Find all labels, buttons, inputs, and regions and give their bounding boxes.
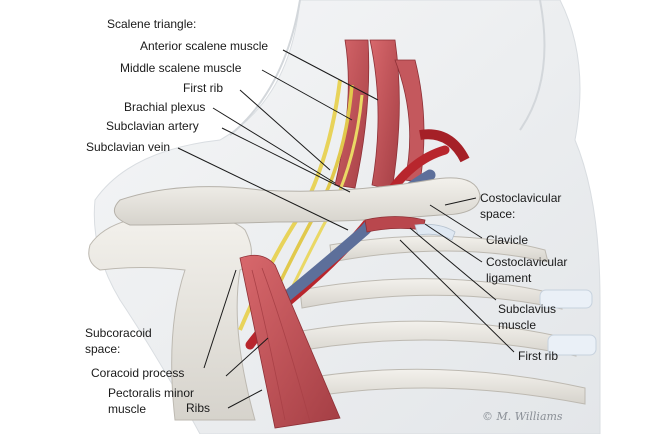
- label-costoclavicular-ligament-line1: Costoclavicular: [486, 255, 567, 269]
- labels: Scalene triangle: Anterior scalene muscl…: [85, 17, 567, 416]
- scalene-muscles: [334, 39, 425, 191]
- clavicle-illustration: [113, 177, 481, 226]
- label-costoclavicular-ligament-line2: ligament: [486, 271, 532, 285]
- label-subclavius-line2: muscle: [498, 318, 536, 332]
- label-first-rib-bottom: First rib: [518, 349, 558, 363]
- label-ribs: Ribs: [186, 401, 210, 415]
- leader-lines: [177, 49, 515, 409]
- label-costoclavicular-space-line2: space:: [480, 207, 515, 221]
- label-first-rib-top: First rib: [183, 81, 223, 95]
- label-subcoracoid-line2: space:: [85, 342, 120, 356]
- label-subclavian-vein: Subclavian vein: [86, 140, 170, 154]
- label-subclavian-artery: Subclavian artery: [106, 119, 199, 133]
- artist-signature: © M. Williams: [482, 410, 563, 423]
- label-coracoid-process: Coracoid process: [91, 366, 184, 380]
- label-middle-scalene: Middle scalene muscle: [120, 61, 242, 75]
- label-scalene-triangle: Scalene triangle:: [107, 17, 196, 31]
- label-subclavius-line1: Subclavius: [498, 302, 556, 316]
- label-costoclavicular-space-line1: Costoclavicular: [480, 191, 561, 205]
- ribs-illustration: [269, 235, 597, 405]
- label-subcoracoid-line1: Subcoracoid: [85, 326, 152, 340]
- pectoralis-minor-illustration: [239, 254, 341, 429]
- label-pectoralis-minor-line1: Pectoralis minor: [108, 386, 194, 400]
- label-anterior-scalene: Anterior scalene muscle: [140, 39, 268, 53]
- label-pectoralis-minor-line2: muscle: [108, 402, 146, 416]
- label-brachial-plexus: Brachial plexus: [124, 100, 205, 114]
- label-clavicle: Clavicle: [486, 233, 528, 247]
